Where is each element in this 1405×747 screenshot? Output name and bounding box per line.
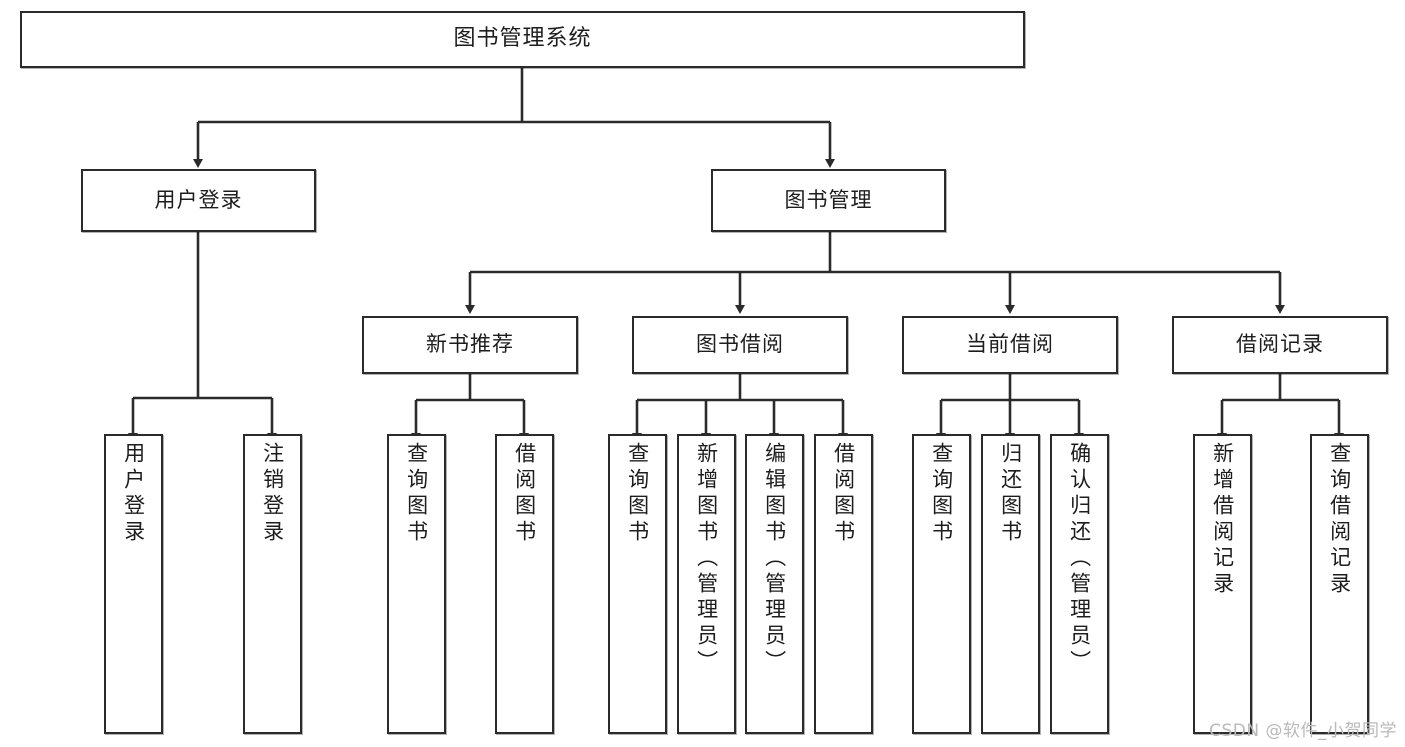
watermark: CSDN @软件_小贺同学 [1209,721,1397,741]
leaf-book-borrow-query-book[interactable]: 查询图书 [608,434,667,734]
leaf-new-book-borrow-book[interactable]: 借阅图书 [495,434,554,734]
leaf-book-borrow-borrow-book[interactable]: 借阅图书 [814,434,873,734]
leaf-user-login-logout[interactable]: 注销登录 [243,434,302,734]
leaf-new-book-query-book[interactable]: 查询图书 [387,434,446,734]
node-root-book-management-system[interactable]: 图书管理系统 [20,11,1025,68]
leaf-current-borrow-query-book[interactable]: 查询图书 [912,434,971,734]
node-borrow-record[interactable]: 借阅记录 [1172,316,1388,374]
leaf-current-borrow-return-book[interactable]: 归还图书 [981,434,1040,734]
leaf-book-borrow-add-book-admin[interactable]: 新增图书（管理员） [677,434,736,734]
node-book-borrow[interactable]: 图书借阅 [632,316,848,374]
node-book-management[interactable]: 图书管理 [711,169,946,232]
leaf-user-login-login[interactable]: 用户登录 [104,434,163,734]
node-new-book-recommend[interactable]: 新书推荐 [362,316,578,374]
node-current-borrow[interactable]: 当前借阅 [902,316,1118,374]
leaf-borrow-record-add-record[interactable]: 新增借阅记录 [1193,434,1252,734]
node-user-login[interactable]: 用户登录 [81,169,316,232]
leaf-borrow-record-query-record[interactable]: 查询借阅记录 [1310,434,1369,734]
leaf-book-borrow-edit-book-admin[interactable]: 编辑图书（管理员） [745,434,804,734]
leaf-current-borrow-confirm-return-admin[interactable]: 确认归还（管理员） [1050,434,1109,734]
